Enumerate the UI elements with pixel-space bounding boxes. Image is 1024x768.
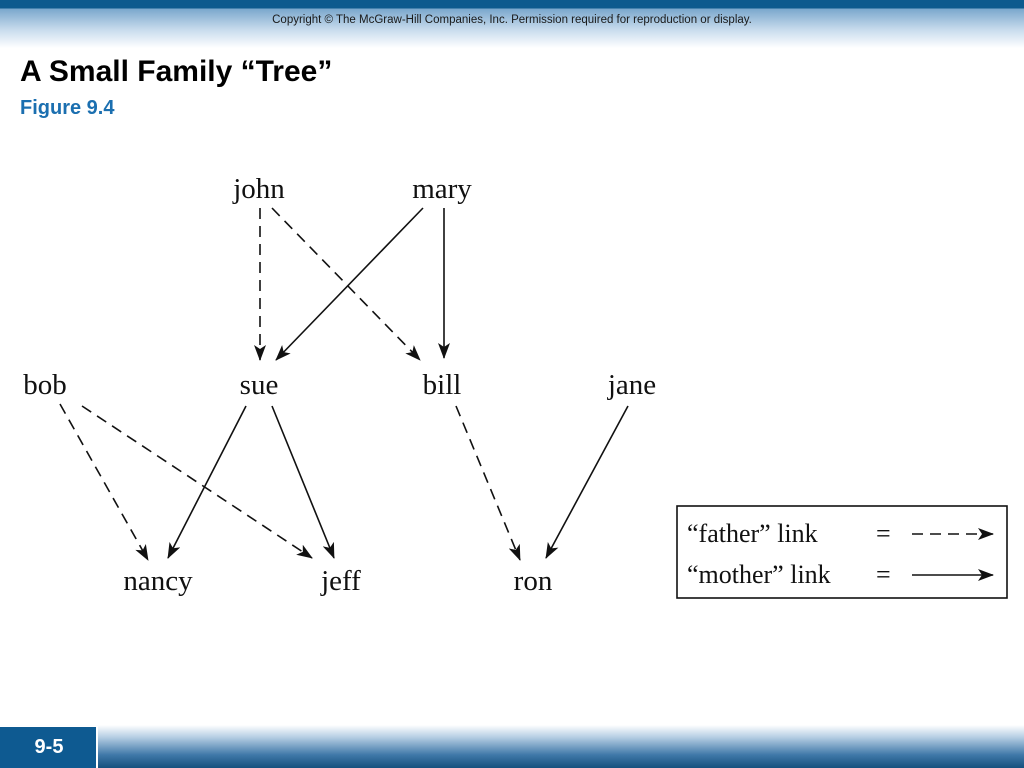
node-bill: bill (423, 369, 462, 401)
legend-box (676, 505, 1008, 599)
legend-mother-equals: = (876, 560, 891, 589)
node-john: john (232, 173, 285, 205)
legend-mother-label: “mother” link (687, 560, 831, 589)
link-john-bill (271, 207, 421, 361)
legend-father-equals: = (876, 519, 891, 548)
node-bob: bob (23, 369, 67, 401)
node-mary: mary (412, 173, 472, 205)
link-sue-jeff (271, 405, 335, 559)
link-jane-ron (545, 405, 629, 559)
link-bob-nancy (59, 403, 149, 561)
link-sue-nancy (167, 405, 247, 559)
top-banner (0, 0, 1024, 48)
legend: “father” link = “mother” link = (676, 505, 1008, 599)
figure-caption: Figure 9.4 (20, 97, 115, 119)
slide-number: 9-5 (34, 736, 64, 758)
bottom-band (0, 725, 1024, 768)
slide-number-box (0, 726, 98, 768)
node-ron: ron (514, 565, 553, 597)
slide-title: A Small Family “Tree” (20, 55, 333, 88)
node-sue: sue (240, 369, 279, 401)
link-mary-sue (275, 207, 424, 361)
copyright-notice: Copyright © The McGraw-Hill Companies, I… (272, 14, 752, 26)
tree-nodes: john mary bob sue bill jane nancy jeff r… (23, 173, 656, 597)
link-bill-ron (455, 405, 521, 561)
link-edges (59, 207, 629, 561)
legend-father-label: “father” link (687, 519, 818, 548)
node-jeff: jeff (320, 565, 361, 597)
link-bob-jeff (81, 405, 313, 559)
node-jane: jane (607, 369, 656, 401)
node-nancy: nancy (123, 565, 193, 597)
family-tree-diagram: john mary bob sue bill jane nancy jeff r… (23, 173, 1008, 599)
